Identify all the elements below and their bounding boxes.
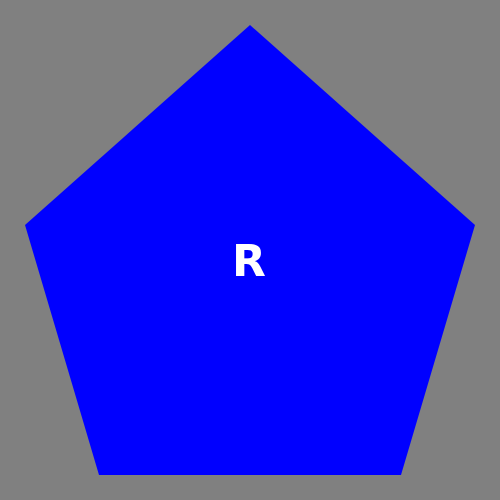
shape-label: R	[232, 236, 266, 287]
pentagon-shape	[25, 25, 475, 475]
